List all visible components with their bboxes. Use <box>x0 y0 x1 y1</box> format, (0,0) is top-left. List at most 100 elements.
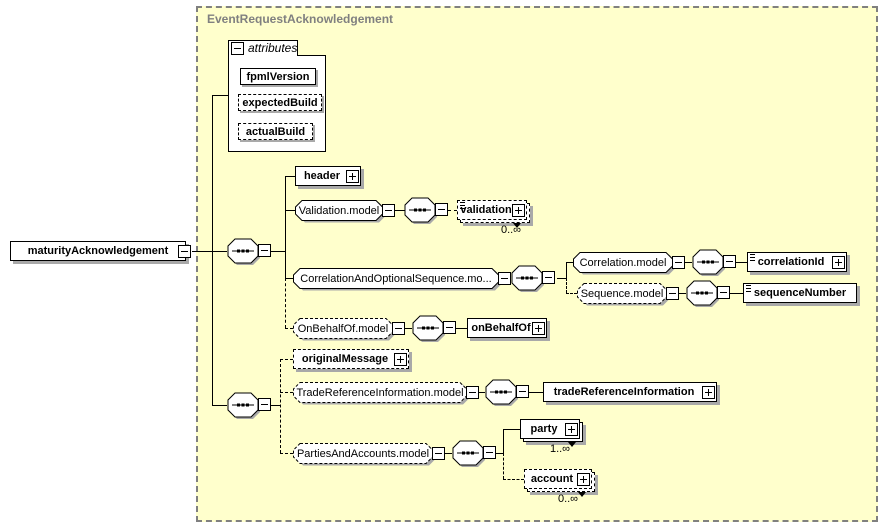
connector <box>285 278 293 279</box>
sequence-compositor-icon[interactable] <box>686 280 730 309</box>
expand-icon[interactable] <box>512 204 525 217</box>
expand-icon[interactable] <box>702 386 715 399</box>
collapse-icon[interactable] <box>443 321 456 334</box>
connector <box>280 359 293 360</box>
element-label: validation <box>460 204 512 216</box>
collapse-icon[interactable] <box>231 42 244 55</box>
connector <box>280 392 293 393</box>
connector <box>503 453 504 479</box>
element-maturityacknowledgement[interactable]: maturityAcknowledgement <box>10 241 191 261</box>
element-onbehalfof[interactable]: onBehalfOf <box>467 318 547 338</box>
collapse-icon[interactable] <box>178 245 191 258</box>
collapse-icon[interactable] <box>542 271 555 284</box>
collapse-icon[interactable] <box>435 203 448 216</box>
sequence-compositor-icon[interactable] <box>485 379 529 408</box>
element-sequencenumber[interactable]: sequenceNumber <box>743 283 857 303</box>
sequence-compositor-icon[interactable] <box>412 315 456 344</box>
group-label: CorrelationAndOptionalSequence.mo... <box>300 272 492 285</box>
group-partiesandaccounts-model[interactable]: PartiesAndAccounts.model <box>293 443 445 466</box>
attribute-label: expectedBuild <box>242 96 318 109</box>
sequence-compositor-icon[interactable] <box>227 238 271 267</box>
connector <box>271 405 280 406</box>
group-correlationandoptionalsequence-model[interactable]: CorrelationAndOptionalSequence.mo... <box>293 268 511 291</box>
expand-icon[interactable] <box>532 322 545 335</box>
element-tradereferenceinformation[interactable]: tradeReferenceInformation <box>543 382 717 402</box>
element-validation[interactable]: validation <box>457 200 527 220</box>
sequence-compositor-icon[interactable] <box>511 265 555 294</box>
sequence-compositor-icon[interactable] <box>452 440 496 469</box>
connector <box>566 293 577 294</box>
connector <box>285 176 295 177</box>
connector <box>395 210 405 211</box>
element-label: correlationId <box>757 256 825 268</box>
attribute-expectedbuild[interactable]: expectedBuild <box>238 94 322 111</box>
collapse-icon[interactable] <box>666 287 679 300</box>
collapse-icon[interactable] <box>672 256 685 269</box>
connector <box>212 405 227 406</box>
connector <box>529 392 543 393</box>
collapse-icon[interactable] <box>498 272 511 285</box>
group-tradereferenceinformation-model[interactable]: TradeReferenceInformation.model <box>293 382 479 405</box>
element-header[interactable]: header <box>295 166 361 186</box>
group-correlation-model[interactable]: Correlation.model <box>573 252 685 275</box>
group-sequence-model[interactable]: Sequence.model <box>577 283 679 306</box>
connector <box>271 251 285 252</box>
collapse-icon[interactable] <box>392 322 405 335</box>
expand-icon[interactable] <box>565 423 578 436</box>
connector <box>280 453 293 454</box>
element-label: maturityAcknowledgement <box>27 245 169 257</box>
collapse-icon[interactable] <box>516 385 529 398</box>
expand-icon[interactable] <box>577 473 590 486</box>
connector <box>685 262 692 263</box>
collapse-icon[interactable] <box>258 244 271 257</box>
attribute-actualbuild[interactable]: actualBuild <box>238 123 313 140</box>
collapse-icon[interactable] <box>717 286 730 299</box>
element-correlationid[interactable]: correlationId <box>747 252 847 272</box>
collapse-icon[interactable] <box>466 386 479 399</box>
group-label: Correlation.model <box>579 256 667 269</box>
sequence-compositor-icon[interactable] <box>404 197 448 226</box>
collapse-icon[interactable] <box>483 446 496 459</box>
connector <box>448 210 457 211</box>
complextype-title: EventRequestAcknowledgement <box>207 12 394 26</box>
collapse-icon[interactable] <box>382 204 395 217</box>
group-label: Validation.model <box>298 204 380 217</box>
connector <box>212 95 229 96</box>
group-label: OnBehalfOf.model <box>297 322 389 335</box>
element-party[interactable]: party <box>520 419 580 439</box>
connector <box>192 251 227 252</box>
content-lines-icon <box>746 285 751 293</box>
group-onbehalfof-model[interactable]: OnBehalfOf.model <box>293 318 405 341</box>
occurs-label: 0..∞ <box>557 493 579 505</box>
element-label: account <box>530 473 574 485</box>
occurs-notch-icon <box>568 442 576 451</box>
element-originalmessage[interactable]: originalMessage <box>293 349 409 369</box>
attribute-fpmlversion[interactable]: fpmlVersion <box>240 68 316 85</box>
group-validation-model[interactable]: Validation.model <box>295 200 395 223</box>
connector <box>456 328 467 329</box>
connector <box>285 210 295 211</box>
occurs-label: 1..∞ <box>549 443 571 455</box>
content-lines-icon <box>460 202 465 210</box>
expand-icon[interactable] <box>394 353 407 366</box>
connector <box>445 453 452 454</box>
collapse-icon[interactable] <box>723 255 736 268</box>
connector <box>285 328 293 329</box>
collapse-icon[interactable] <box>432 447 445 460</box>
element-label: sequenceNumber <box>753 287 847 299</box>
connector <box>285 176 286 278</box>
connector <box>679 293 686 294</box>
expand-icon[interactable] <box>832 256 845 269</box>
occurs-notch-icon <box>578 492 586 501</box>
element-label: originalMessage <box>301 353 389 365</box>
element-account[interactable]: account <box>524 469 592 489</box>
collapse-icon[interactable] <box>258 398 271 411</box>
expand-icon[interactable] <box>346 170 359 183</box>
sequence-compositor-icon[interactable] <box>692 249 736 278</box>
group-label: Sequence.model <box>580 287 664 300</box>
element-label: tradeReferenceInformation <box>553 386 695 398</box>
connector <box>503 429 520 430</box>
sequence-compositor-icon[interactable] <box>227 392 271 421</box>
connector <box>285 278 286 328</box>
